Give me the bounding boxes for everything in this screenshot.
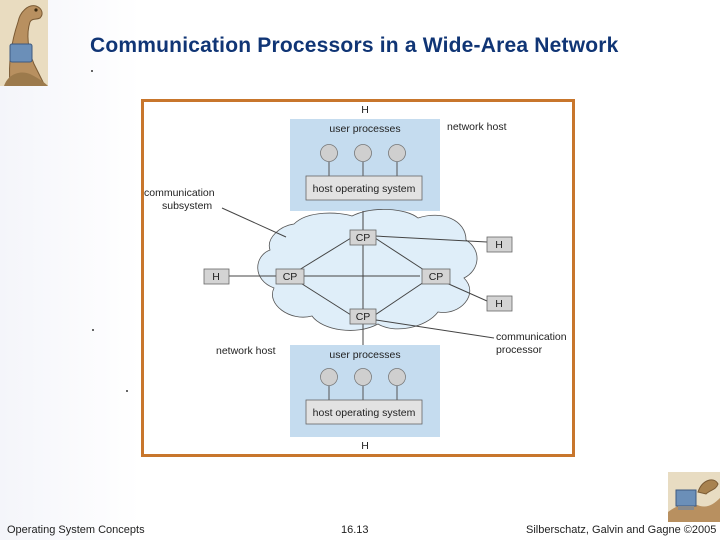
communication-processor-pointer xyxy=(375,319,495,339)
process-icon xyxy=(388,144,406,162)
cp-node-top xyxy=(349,229,377,246)
slide-title: Communication Processors in a Wide-Area … xyxy=(90,34,619,57)
dinosaur-logo-icon xyxy=(0,0,48,86)
process-icon xyxy=(320,368,338,386)
process-icon xyxy=(320,144,338,162)
bottom-user-processes-label: user processes xyxy=(329,349,400,361)
h-node-right-bottom xyxy=(486,295,513,312)
slide-sidebar-background xyxy=(0,0,140,540)
process-icon xyxy=(388,368,406,386)
h-right-bottom-label: H xyxy=(495,298,503,310)
communication-subsystem-cloud xyxy=(257,209,478,331)
bottom-process-icons xyxy=(320,368,406,400)
cp-node-left xyxy=(275,268,305,285)
bottom-host-label: H xyxy=(361,440,369,452)
footer-copyright: Silberschatz, Galvin and Gagne ©2005 xyxy=(526,524,717,536)
cp-top-label: CP xyxy=(356,232,371,244)
artifact-dot xyxy=(91,70,93,72)
network-diagram: H user processes host operating system n… xyxy=(144,104,567,452)
communication-processor-label-line2: processor xyxy=(496,344,543,356)
cp-right-label: CP xyxy=(429,271,444,283)
top-host-label: H xyxy=(361,104,369,116)
h-left-label: H xyxy=(212,271,220,283)
cp-node-right xyxy=(421,268,451,285)
h-node-right-top xyxy=(486,236,513,253)
communication-processor-label-line1: communication xyxy=(496,331,567,343)
footer-page-number: 16.13 xyxy=(341,524,369,536)
dinosaur-computer-logo-icon xyxy=(668,472,720,522)
artifact-dot xyxy=(126,390,128,392)
top-process-icons xyxy=(320,144,406,176)
top-host-os-label: host operating system xyxy=(313,183,416,195)
cp-node-bottom xyxy=(349,308,377,325)
communication-subsystem-label-line2: subsystem xyxy=(162,200,212,212)
communication-subsystem-pointer xyxy=(221,207,287,238)
network-links xyxy=(229,211,488,345)
cp-left-label: CP xyxy=(283,271,298,283)
network-figure: H user processes host operating system n… xyxy=(141,99,575,457)
process-icon xyxy=(354,144,372,162)
bottom-host-os-label: host operating system xyxy=(313,407,416,419)
bottom-network-host-label: network host xyxy=(216,345,276,357)
process-icon xyxy=(354,368,372,386)
bottom-host-os-box xyxy=(305,399,423,425)
h-right-top-label: H xyxy=(495,239,503,251)
cp-bottom-label: CP xyxy=(356,311,371,323)
h-node-left xyxy=(203,268,230,285)
footer-book-title: Operating System Concepts xyxy=(7,524,145,536)
artifact-dot xyxy=(92,329,94,331)
top-network-host-label: network host xyxy=(447,121,507,133)
top-host-os-box xyxy=(305,175,423,201)
top-user-processes-label: user processes xyxy=(329,123,400,135)
communication-subsystem-label-line1: communication xyxy=(144,187,215,199)
